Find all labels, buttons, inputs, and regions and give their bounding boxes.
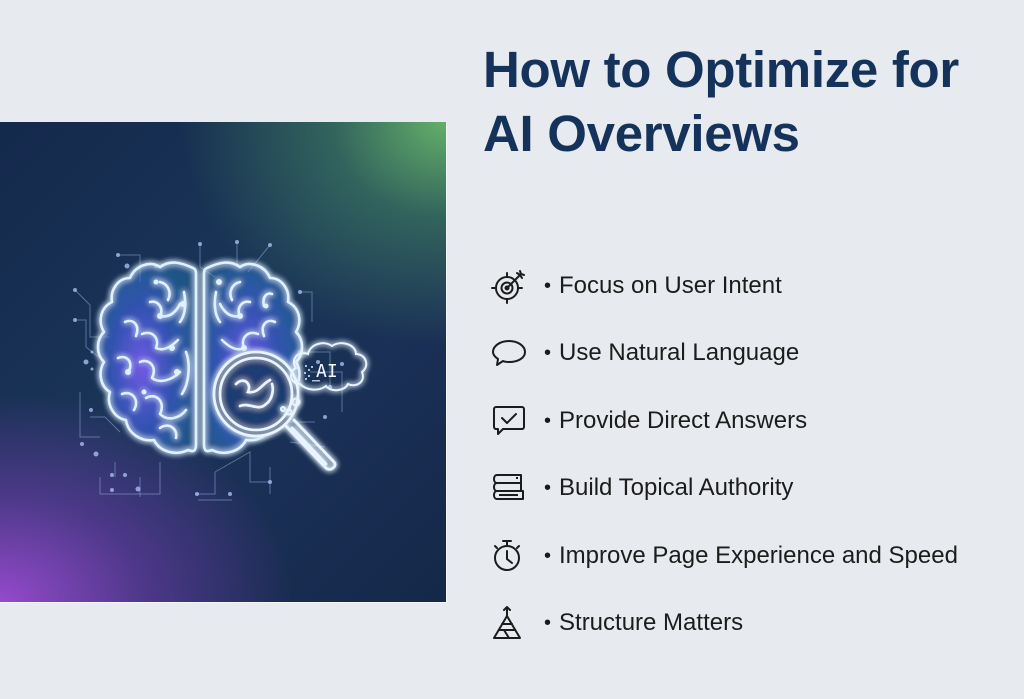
- target-icon: [490, 266, 530, 306]
- item-label: Improve Page Experience and Speed: [559, 541, 958, 569]
- list-item: • Use Natural Language: [490, 333, 958, 400]
- list-item: • Build Topical Authority: [490, 468, 958, 535]
- item-label: Focus on User Intent: [559, 272, 782, 299]
- books-stack-icon: [490, 468, 530, 508]
- circuit-lines: [74, 242, 343, 501]
- list-item: • Improve Page Experience and Speed: [490, 536, 958, 603]
- item-label: Use Natural Language: [559, 339, 800, 367]
- brain-illustration: AI: [73, 240, 368, 501]
- bullet: •: [544, 477, 552, 500]
- bullet: •: [544, 544, 552, 567]
- ai-bubble-text: AI: [316, 361, 338, 382]
- stopwatch-icon: [490, 536, 530, 576]
- left-hemisphere: [96, 261, 198, 454]
- hero-illustration: AI: [0, 122, 446, 602]
- pyramid-icon: [490, 603, 530, 643]
- magnifying-glass-icon: [212, 350, 337, 471]
- list-item: • Focus on User Intent: [490, 266, 958, 333]
- ai-thought-bubble: [280, 342, 368, 416]
- item-label: Build Topical Authority: [559, 474, 794, 502]
- list-item: • Provide Direct Answers: [490, 401, 958, 468]
- bullet: •: [544, 409, 552, 432]
- bullet: •: [544, 611, 552, 634]
- optimization-tips-list: • Focus on User Intent • Use Natural Lan…: [490, 266, 958, 670]
- title-line-2: AI Overviews: [483, 105, 800, 162]
- list-item: • Structure Matters: [490, 603, 958, 670]
- page-title: How to Optimize for AI Overviews: [483, 38, 959, 166]
- item-label: Provide Direct Answers: [559, 406, 808, 434]
- item-label: Structure Matters: [559, 608, 744, 636]
- bullet: •: [544, 342, 552, 365]
- speech-bubble-icon: [490, 333, 530, 373]
- ai-bubble-dots: [304, 365, 320, 382]
- checkmark-message-icon: [490, 401, 530, 441]
- title-line-1: How to Optimize for: [483, 41, 959, 98]
- bullet: •: [544, 275, 552, 297]
